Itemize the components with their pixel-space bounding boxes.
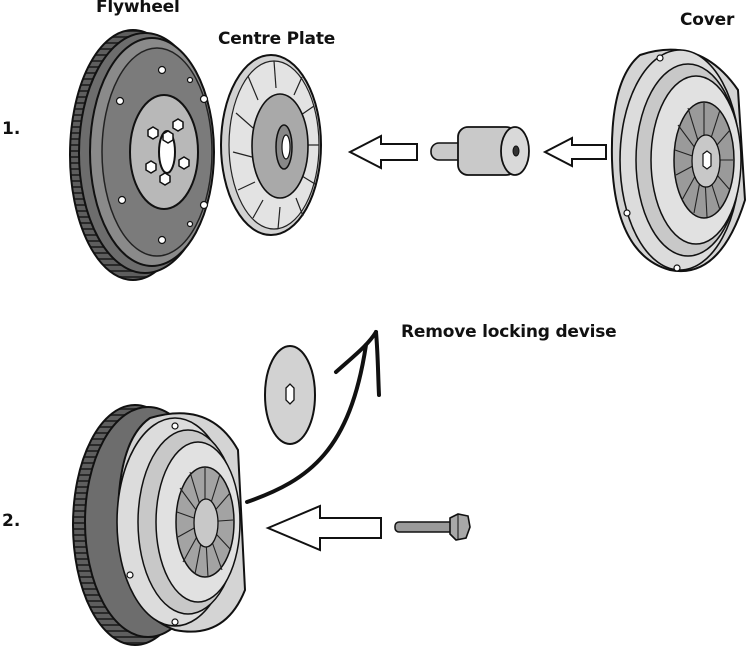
crank-bolt-icons [145, 118, 190, 186]
arrow-left-icon [265, 504, 382, 552]
locking-device-illustration [264, 345, 316, 445]
centre-plate-illustration [220, 54, 322, 236]
centre-plate-label: Centre Plate [218, 29, 336, 49]
arrow-left-icon [347, 134, 418, 170]
curved-arrow-icon [245, 330, 381, 504]
step-1-number: 1. [2, 119, 21, 139]
flywheel-label: Flywheel [96, 0, 180, 17]
remove-locking-label: Remove locking devise [401, 322, 617, 342]
cover-label: Cover [680, 10, 735, 30]
assembled-clutch-illustration [72, 404, 247, 646]
flywheel-illustration [69, 29, 215, 281]
step-2-number: 2. [2, 511, 21, 531]
cover-illustration [610, 48, 747, 273]
bolt-illustration [394, 513, 471, 541]
arrow-left-icon [542, 136, 607, 168]
alignment-tool-illustration [430, 126, 530, 176]
